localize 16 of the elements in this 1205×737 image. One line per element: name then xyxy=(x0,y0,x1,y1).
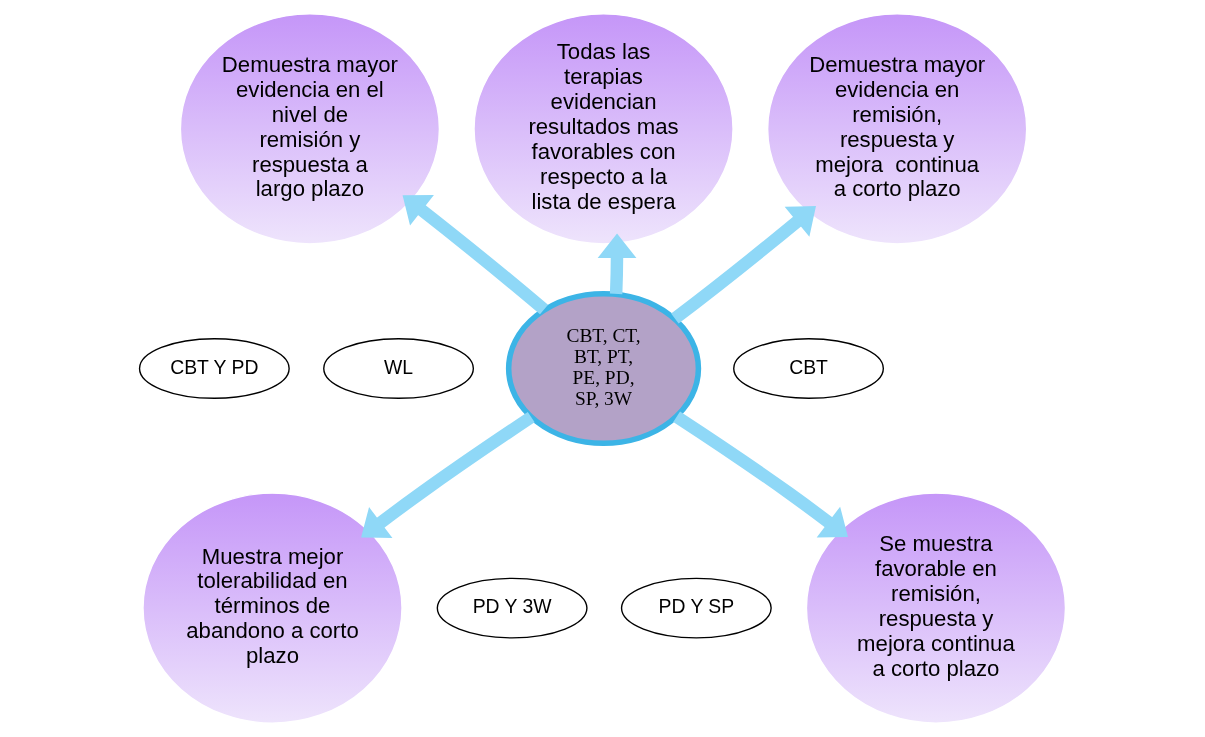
node-ellipse: Se muestra favorable en remisión, respuesta y mejora continua a corto plazo xyxy=(805,492,1067,724)
arrow xyxy=(671,206,816,324)
arrow xyxy=(673,411,848,538)
node-ellipse: CBT xyxy=(733,338,884,399)
node-ellipse: Demuestra mayor evidencia en remisión, respuesta y mejora continua a corto plazo xyxy=(766,13,1028,245)
arrow xyxy=(361,412,535,539)
node-ellipse: PD Y 3W xyxy=(436,577,588,639)
node-ellipse: WL xyxy=(323,338,475,399)
node-ellipse: Muestra mejor tolerabilidad en términos de abandono a corto plazo xyxy=(142,492,403,724)
arrow xyxy=(402,194,549,315)
arrow xyxy=(597,233,637,295)
node-ellipse: Todas las terapias evidencian resultados mas favorables con respecto a la lista de espera xyxy=(473,13,734,245)
node-ellipse: CBT Y PD xyxy=(138,338,290,399)
node-ellipse: PD Y SP xyxy=(620,577,772,639)
node-ellipse: Demuestra mayor evidencia en el nivel de remisión y respuesta a largo plazo xyxy=(179,13,441,245)
node-ellipse: CBT, CT, BT, PT, PE, PD, SP, 3W xyxy=(505,290,702,447)
